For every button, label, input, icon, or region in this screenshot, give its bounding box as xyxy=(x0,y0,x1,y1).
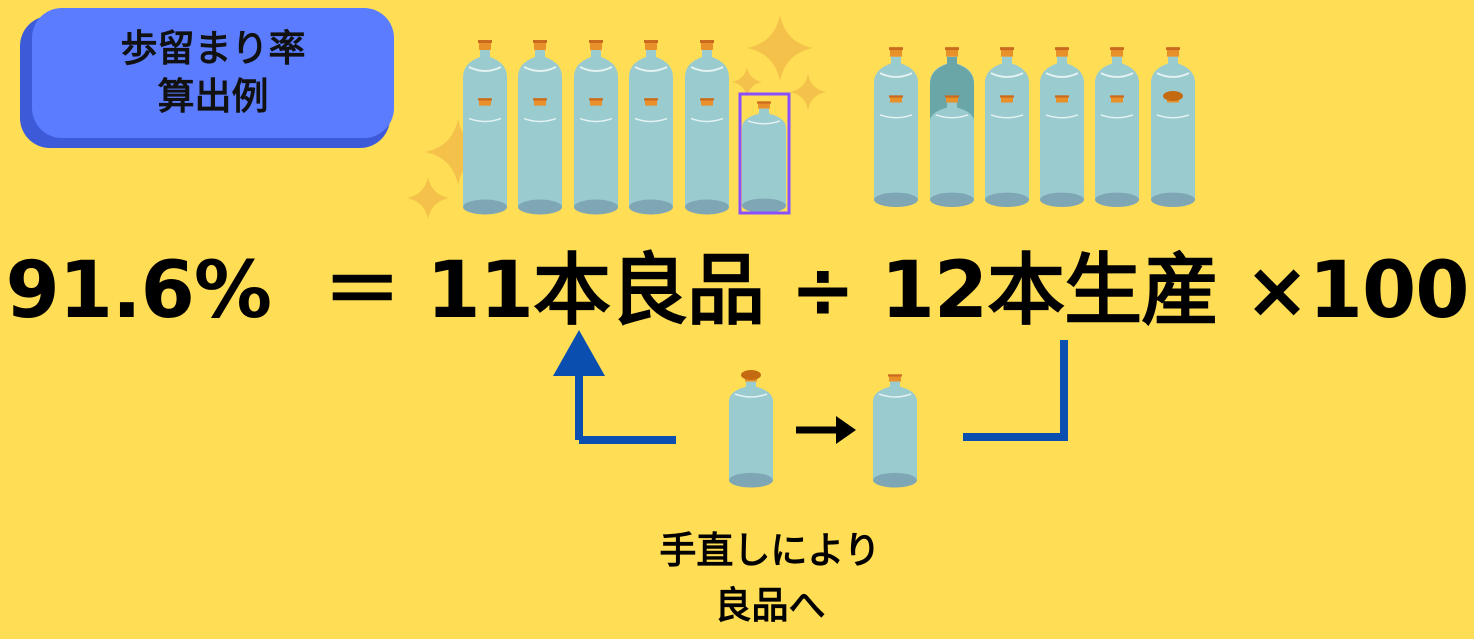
bracket-line xyxy=(963,340,1068,441)
rework-after-bottle-icon xyxy=(872,373,918,489)
bottle-icon xyxy=(984,94,1030,208)
title-badge: 歩留まり率 算出例 xyxy=(32,8,394,138)
bottle-icon xyxy=(517,97,563,216)
bottle-icon xyxy=(741,100,787,214)
formula-equals: ＝ xyxy=(323,246,401,336)
yield-formula: 91.6% ＝ 11本良品 ÷ 12本生産 ×100 xyxy=(0,228,1474,340)
badge-line2: 算出例 xyxy=(157,75,269,118)
produced-bottles-group xyxy=(873,46,1196,208)
rework-caption-line1: 手直しにより xyxy=(659,529,881,572)
rework-caption-line2: 良品へ xyxy=(714,584,826,627)
bottle-icon xyxy=(462,97,508,216)
formula-times: ×100 xyxy=(1244,246,1469,336)
badge-line1: 歩留まり率 xyxy=(120,27,306,70)
bottle-icon xyxy=(1094,94,1140,208)
bottle-icon xyxy=(873,94,919,208)
bottle-icon xyxy=(684,97,730,216)
bottle-icon xyxy=(929,94,975,208)
bottle-icon xyxy=(1039,94,1085,208)
bottle-icon xyxy=(628,97,674,216)
bottle-icon xyxy=(929,46,975,198)
defective-bottle-icon xyxy=(1150,91,1196,208)
highlight-box xyxy=(738,92,791,215)
formula-good: 11本良品 xyxy=(426,246,765,336)
arrow-right-icon xyxy=(796,416,856,444)
rework-before-bottle-icon xyxy=(728,370,774,489)
formula-result: 91.6% xyxy=(5,246,272,336)
formula-divide: ÷ xyxy=(790,246,855,336)
formula-produced: 12本生産 xyxy=(880,246,1220,336)
good-bottles-group xyxy=(462,39,791,216)
bottle-icon xyxy=(573,97,619,216)
arrow-up-icon xyxy=(553,330,676,444)
